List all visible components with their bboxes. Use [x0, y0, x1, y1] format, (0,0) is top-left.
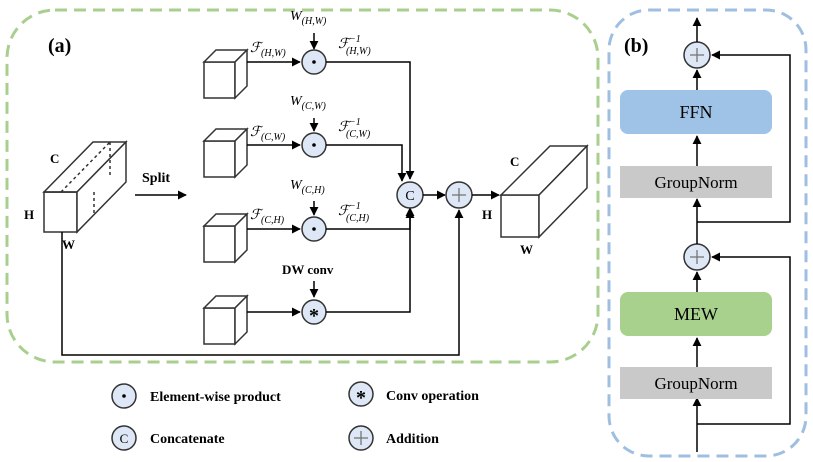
panel-a-label: (a): [48, 35, 71, 57]
input-h-label: H: [24, 207, 34, 222]
residual-skip-a: [61, 209, 464, 356]
ffn-block: [620, 90, 772, 134]
legend-concatenate: C Concatenate: [111, 425, 225, 451]
branch-3-fwd: ℱ(C,H): [250, 208, 285, 226]
branch-cube-2: [202, 127, 249, 179]
split-label: Split: [142, 171, 170, 186]
branch-cube-4: [202, 294, 249, 346]
svg-text:Element-wise product: Element-wise product: [150, 390, 281, 405]
legend-element-wise: Element-wise product: [111, 383, 281, 409]
branch-2-fwd: ℱ(C,W): [250, 125, 286, 143]
conv-symbol: *: [309, 305, 319, 327]
legend-addition: Addition: [348, 425, 439, 451]
panel-b-label: (b): [624, 35, 648, 57]
output-w-label: W: [520, 242, 533, 257]
input-tensor: [42, 140, 128, 234]
branch-3-inv: ℱ−1(C,H): [338, 201, 370, 224]
branch-1-inv: ℱ−1(H,W): [338, 34, 371, 57]
groupnorm-block-bottom: [620, 367, 772, 399]
svg-text:FFN: FFN: [679, 102, 712, 122]
branch-cube-1: [202, 48, 249, 100]
svg-text:C: C: [120, 431, 129, 446]
concat-symbol: C: [405, 189, 414, 204]
legend-conv: * Conv operation: [348, 381, 479, 409]
residual-skip-b-lower: [697, 252, 791, 425]
branch-cube-3: [202, 212, 249, 264]
residual-skip-b-upper: [697, 50, 791, 223]
input-c-label: C: [50, 151, 59, 166]
branch-2-weight: W(C,W): [290, 94, 327, 112]
branch-3-weight: W(C,H): [290, 178, 325, 196]
branch-2-inv: ℱ−1(C,W): [338, 117, 371, 140]
mew-block: [620, 292, 772, 336]
svg-text:*: *: [356, 387, 366, 409]
output-tensor: [499, 144, 589, 239]
groupnorm-block-top: [620, 166, 772, 198]
panel-b-border: [607, 8, 808, 458]
output-c-label: C: [510, 154, 519, 169]
branch-1-fwd: ℱ(H,W): [250, 41, 286, 59]
svg-text:Addition: Addition: [386, 432, 439, 447]
branch-1-weight: W(H,W): [290, 9, 327, 27]
svg-text:Conv operation: Conv operation: [386, 389, 479, 404]
output-h-label: H: [482, 207, 492, 222]
svg-text:MEW: MEW: [674, 304, 718, 324]
svg-text:GroupNorm: GroupNorm: [654, 173, 737, 192]
svg-text:Concatenate: Concatenate: [150, 432, 225, 447]
panel-a-border: [5, 8, 600, 364]
input-w-label: W: [62, 237, 75, 252]
svg-text:GroupNorm: GroupNorm: [654, 374, 737, 393]
dwconv-label: DW conv: [282, 262, 334, 277]
